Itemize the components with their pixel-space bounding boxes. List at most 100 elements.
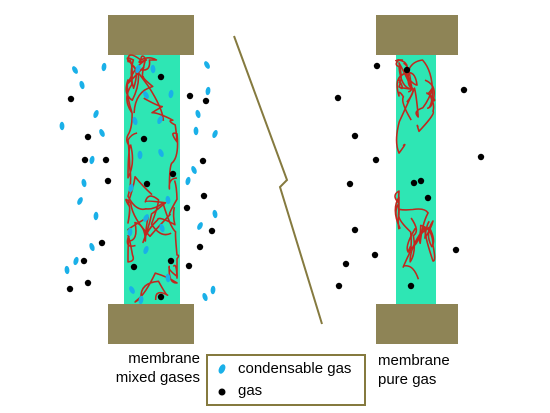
condensable-gas-particle: [205, 86, 211, 96]
gas-particle: [169, 170, 177, 178]
gas-particle: [342, 260, 350, 268]
condensable-gas-particle: [158, 149, 164, 157]
polymer-chain: [394, 190, 420, 280]
condensable-gas-particle: [93, 211, 99, 221]
gas-particle: [185, 262, 193, 270]
left-caption-line2: mixed gases: [115, 369, 200, 386]
condensable-gas-particle: [77, 197, 83, 205]
gas-particle: [334, 94, 342, 102]
condensable-gas-particle: [99, 129, 105, 137]
condensable-gas-particle: [101, 62, 107, 72]
gas-particle: [477, 153, 485, 161]
polymer-chain: [134, 264, 178, 303]
condensable-gas-particle: [143, 214, 149, 222]
gas-particle: [403, 66, 411, 74]
condensable-gas-particle: [138, 295, 144, 305]
condensable-gas-particle: [79, 80, 85, 90]
legend-label-condensable-gas: condensable gas: [238, 360, 352, 377]
condensable-gas-particle: [137, 150, 143, 160]
gas-particle: [373, 62, 381, 70]
gas-particle: [66, 285, 74, 293]
divider-line: [233, 35, 323, 325]
condensable-gas-particle: [197, 222, 203, 230]
condensable-gas-particle: [93, 109, 99, 119]
gas-particle: [410, 179, 418, 187]
polymer-chain: [406, 217, 436, 263]
gas-particle: [208, 227, 216, 235]
gas-particle: [417, 177, 425, 185]
gas-particle: [84, 279, 92, 287]
condensable-gas-particle: [165, 195, 171, 205]
left-membrane-assembly: [108, 15, 194, 344]
gas-particle: [200, 192, 208, 200]
condensable-gas-particle: [132, 116, 138, 126]
gas-particle: [351, 132, 359, 140]
condensable-gas-particle: [159, 223, 165, 233]
gas-particle: [371, 251, 379, 259]
right-polymer-chains: [394, 58, 436, 280]
polymer-chain: [126, 59, 165, 179]
gas-particle: [140, 135, 148, 143]
gas-particle: [157, 293, 165, 301]
condensable-gas-particle: [157, 116, 163, 124]
gas-particle: [202, 97, 210, 105]
condensable-gas-particle: [210, 285, 216, 295]
right-top-clamp: [376, 15, 458, 55]
gas-particle: [80, 257, 88, 265]
polymer-chain: [143, 97, 179, 190]
condensable-gas-particle: [129, 286, 135, 294]
polymer-chain: [126, 54, 154, 114]
gas-particle: [351, 226, 359, 234]
condensable-gas-symbol-icon: [218, 364, 226, 374]
polymer-chain: [142, 195, 176, 244]
right-membrane-assembly: [376, 15, 458, 344]
polymer-chain: [395, 79, 436, 154]
left-bottom-clamp: [108, 304, 194, 344]
condensable-gas-particle: [72, 66, 78, 74]
condensable-gas-particle: [143, 91, 149, 99]
legend-box: condensable gas gas: [206, 354, 366, 406]
condensable-gas-particle: [89, 242, 95, 252]
condensable-gas-particle: [73, 256, 79, 266]
gas-particle: [196, 243, 204, 251]
gas-particle: [143, 180, 151, 188]
gas-particle: [452, 246, 460, 254]
condensable-gas-particle: [128, 183, 134, 193]
condensable-gas-particle: [64, 265, 70, 275]
condensable-gas-particle: [212, 209, 218, 219]
polymer-chain: [397, 208, 435, 248]
polymer-chain: [395, 58, 418, 93]
condensable-gas-particle: [165, 273, 171, 283]
condensable-gas-particle: [185, 176, 191, 186]
gas-particle: [346, 180, 354, 188]
condensable-gas-particle: [193, 126, 199, 136]
condensable-gas-particle: [127, 227, 133, 237]
gas-particle: [98, 239, 106, 247]
right-caption-line1: membrane: [378, 352, 450, 369]
gas-particle: [130, 263, 138, 271]
gas-particle: [424, 194, 432, 202]
legend-label-gas: gas: [238, 382, 263, 399]
gas-particle: [407, 282, 415, 290]
gas-particle: [81, 156, 89, 164]
condensable-gas-particle: [195, 109, 201, 119]
gas-symbol-icon: [218, 388, 226, 396]
left-top-clamp: [108, 15, 194, 55]
left-caption-line1: membrane: [128, 350, 200, 367]
condensable-gas-particle: [81, 178, 87, 188]
condensable-gas-particle: [143, 245, 149, 255]
gas-particle: [372, 156, 380, 164]
condensable-gas-particle: [204, 61, 210, 69]
gas-particle: [102, 156, 110, 164]
gas-particle: [67, 95, 75, 103]
condensable-gas-particle: [150, 64, 156, 74]
gas-particle: [199, 157, 207, 165]
gas-particle: [167, 257, 175, 265]
gas-particle: [183, 204, 191, 212]
condensable-gas-particle: [191, 166, 197, 174]
right-caption: membrane pure gas: [378, 351, 478, 389]
gas-particle: [84, 133, 92, 141]
condensable-gas-particle: [59, 121, 65, 131]
condensable-gas-particle: [89, 155, 95, 165]
